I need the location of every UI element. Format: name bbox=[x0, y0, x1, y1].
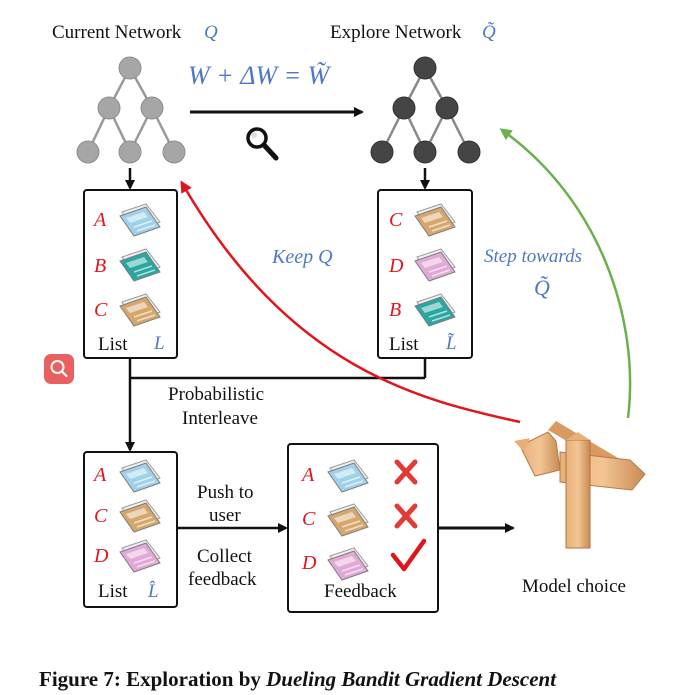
explore-list-item-1: C bbox=[389, 209, 403, 231]
explore-network-tree bbox=[370, 56, 481, 164]
interleaved-list-box bbox=[83, 451, 178, 608]
current-network-symbol: Q bbox=[204, 22, 218, 43]
document-icon bbox=[327, 547, 369, 581]
search-badge-icon[interactable] bbox=[44, 354, 74, 384]
keep-arrow bbox=[180, 180, 521, 424]
magnifier-icon bbox=[246, 127, 279, 161]
collect-label-2: feedback bbox=[188, 569, 257, 590]
document-icon bbox=[119, 203, 161, 237]
step-towards-label: Step towards bbox=[484, 246, 582, 267]
interleaved-list-item-3: D bbox=[93, 545, 109, 567]
document-icon bbox=[119, 539, 161, 573]
explore-list-item-2: D bbox=[388, 255, 404, 277]
document-icon bbox=[119, 248, 161, 282]
explore-list-item-3: B bbox=[389, 299, 401, 321]
caption-prefix: Figure 7: Exploration by bbox=[39, 667, 266, 691]
model-choice-label: Model choice bbox=[522, 576, 626, 597]
feedback-item-3: D bbox=[301, 552, 317, 574]
current-list-item-3: C bbox=[94, 299, 108, 321]
document-icon bbox=[119, 499, 161, 533]
interleaved-list-label: List bbox=[98, 581, 128, 602]
checkmark-icon bbox=[390, 538, 427, 572]
document-icon bbox=[414, 203, 456, 237]
signpost-icon bbox=[514, 421, 646, 549]
interleaved-list-item-2: C bbox=[94, 505, 108, 527]
current-list-item-1: A bbox=[92, 209, 107, 231]
interleaved-list-item-1: A bbox=[92, 464, 107, 486]
cross-icon bbox=[394, 459, 418, 485]
document-icon bbox=[119, 459, 161, 493]
cross-icon bbox=[394, 503, 418, 529]
interleaved-list-symbol: L̂ bbox=[147, 581, 159, 602]
figure-caption: Figure 7: Exploration by Dueling Bandit … bbox=[39, 667, 557, 691]
document-icon bbox=[327, 503, 369, 537]
feedback-item-2: C bbox=[302, 508, 316, 530]
document-icon bbox=[327, 459, 369, 493]
interleave-label-1: Probabilistic bbox=[168, 384, 264, 405]
keep-label: Keep Q bbox=[271, 246, 333, 268]
collect-label-1: Collect bbox=[197, 546, 253, 567]
current-network-tree bbox=[76, 56, 186, 164]
step-towards-arrow bbox=[499, 128, 632, 419]
explore-list-symbol: L̃ bbox=[445, 333, 457, 354]
current-list-label: List bbox=[98, 334, 128, 355]
current-list-symbol: L bbox=[153, 333, 165, 354]
feedback-item-1: A bbox=[300, 464, 315, 486]
document-icon bbox=[119, 293, 161, 327]
document-icon bbox=[414, 248, 456, 282]
explore-network-symbol: Q̃ bbox=[482, 22, 496, 43]
interleave-label-2: Interleave bbox=[182, 408, 258, 429]
current-network-label: Current Network bbox=[52, 22, 182, 43]
step-towards-symbol: Q̃ bbox=[534, 275, 550, 300]
document-icon bbox=[414, 293, 456, 327]
current-list-item-2: B bbox=[94, 255, 106, 277]
caption-emphasis: Dueling Bandit Gradient Descent bbox=[265, 667, 557, 691]
push-label-2: user bbox=[209, 505, 241, 526]
update-formula: W + ΔW = W̃ bbox=[188, 61, 332, 90]
explore-list-label: List bbox=[389, 334, 419, 355]
push-label-1: Push to bbox=[197, 482, 254, 503]
explore-network-label: Explore Network bbox=[330, 22, 462, 43]
feedback-label: Feedback bbox=[324, 581, 397, 602]
